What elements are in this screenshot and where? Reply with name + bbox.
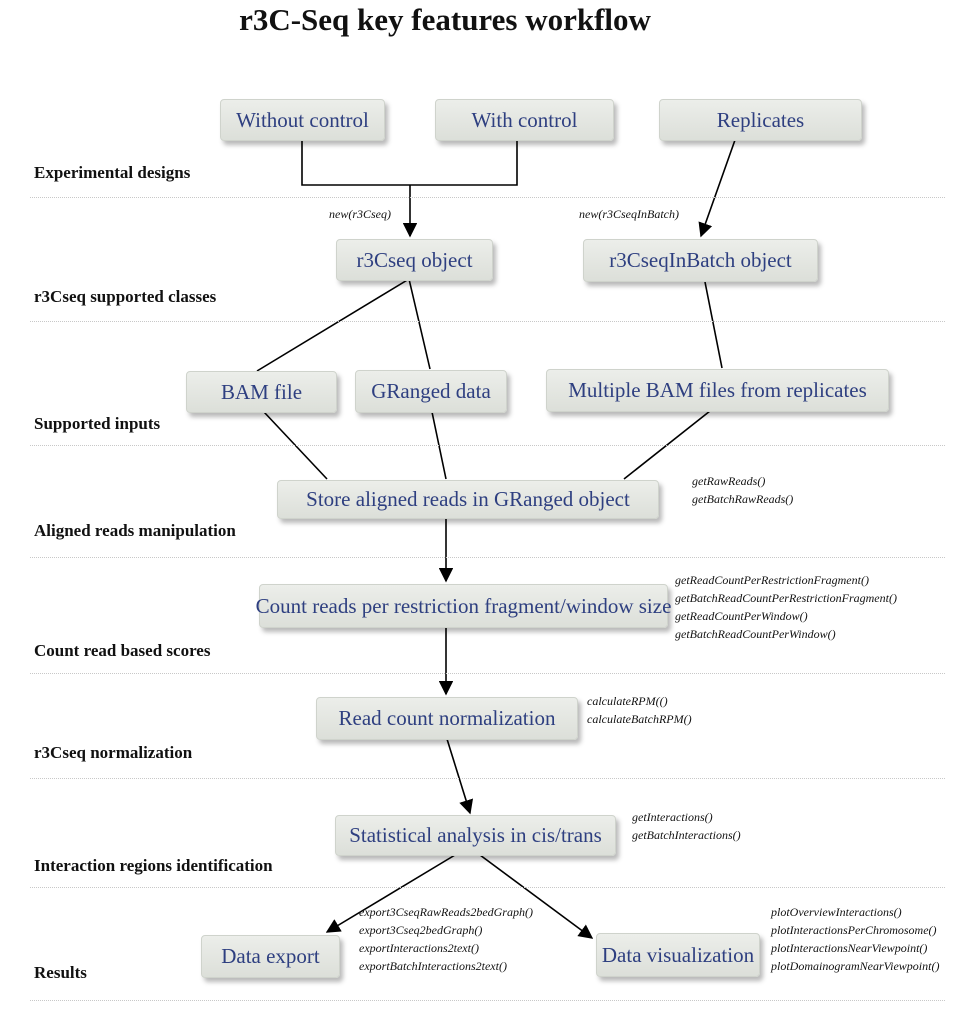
divider (30, 445, 945, 446)
function-label: getReadCountPerWindow() (675, 609, 808, 623)
line-r3cseq-to-bam (256, 278, 410, 372)
divider (30, 321, 945, 322)
line-r3cseq-to-granged (408, 278, 431, 370)
function-label: export3CseqRawReads2bedGraph() (359, 905, 533, 919)
r3cseqinbatch-object-box[interactable]: r3CseqInBatch object (583, 239, 818, 282)
export-functions: export3CseqRawReads2bedGraph() export3Cs… (359, 903, 533, 975)
divider (30, 673, 945, 674)
function-label: plotOverviewInteractions() (771, 905, 902, 919)
statistical-analysis-box[interactable]: Statistical analysis in cis/trans (335, 815, 616, 856)
function-label: plotInteractionsPerChromosome() (771, 923, 937, 937)
function-label: calculateBatchRPM() (587, 712, 692, 726)
arrow-to-r3cseqinbatch-object (698, 139, 736, 238)
without-control-box[interactable]: Without control (220, 99, 385, 141)
arrow-to-statistical-analysis (446, 738, 474, 815)
line-without-control (301, 140, 410, 186)
visualization-functions: plotOverviewInteractions() plotInteracti… (771, 903, 939, 975)
replicates-box[interactable]: Replicates (659, 99, 862, 141)
normalization-functions: calculateRPM(() calculateBatchRPM() (587, 692, 692, 728)
section-interaction-regions: Interaction regions identification (34, 856, 273, 875)
section-supported-inputs: Supported inputs (34, 414, 161, 433)
function-label: getBatchInteractions() (632, 828, 741, 842)
interaction-functions: getInteractions() getBatchInteractions() (632, 808, 741, 844)
multiple-bam-files-box[interactable]: Multiple BAM files from replicates (546, 369, 889, 412)
function-label: export3Cseq2bedGraph() (359, 923, 483, 937)
arrow-to-data-export (325, 854, 456, 933)
function-label: exportInteractions2text() (359, 941, 479, 955)
function-label: calculateRPM(() (587, 694, 668, 708)
function-label: plotDomainogramNearViewpoint() (771, 959, 940, 973)
divider (30, 197, 945, 198)
function-label: getReadCountPerRestrictionFragment() (675, 573, 869, 587)
function-label: plotInteractionsNearViewpoint() (771, 941, 928, 955)
count-reads-box[interactable]: Count reads per restriction fragment/win… (256, 584, 671, 628)
aligned-functions: getRawReads() getBatchRawReads() (692, 472, 793, 508)
divider (30, 557, 945, 558)
count-functions: getReadCountPerRestrictionFragment() get… (675, 571, 897, 643)
line-with-control (410, 140, 518, 186)
line-inbatch-to-multiple-bam (704, 281, 723, 369)
new-r3cseq-function: new(r3Cseq) (329, 207, 391, 221)
new-r3cseqinbatch-function: new(r3CseqInBatch) (579, 207, 679, 221)
arrow-to-data-visualization (479, 854, 594, 939)
divider (30, 778, 945, 779)
with-control-box[interactable]: With control (435, 99, 614, 141)
function-label: exportBatchInteractions2text() (359, 959, 507, 973)
read-count-normalization-box[interactable]: Read count normalization (316, 697, 578, 740)
section-count-scores: Count read based scores (34, 641, 211, 660)
section-aligned-reads: Aligned reads manipulation (34, 521, 236, 540)
divider (30, 1000, 945, 1001)
section-normalization: r3Cseq normalization (34, 743, 193, 762)
divider (30, 887, 945, 888)
granged-data-box[interactable]: GRanged data (355, 370, 507, 413)
function-label: getInteractions() (632, 810, 713, 824)
section-supported-classes: r3Cseq supported classes (34, 287, 217, 306)
data-export-box[interactable]: Data export (201, 935, 340, 978)
function-label: getBatchReadCountPerWindow() (675, 627, 836, 641)
function-label: getBatchReadCountPerRestrictionFragment(… (675, 591, 897, 605)
bam-file-box[interactable]: BAM file (186, 371, 337, 413)
function-label: getRawReads() (692, 474, 766, 488)
r3cseq-object-box[interactable]: r3Cseq object (336, 239, 493, 281)
section-results: Results (34, 963, 87, 982)
section-experimental-designs: Experimental designs (34, 163, 191, 182)
function-label: getBatchRawReads() (692, 492, 794, 506)
diagram-title: r3C-Seq key features workflow (239, 2, 651, 37)
data-visualization-box[interactable]: Data visualization (596, 933, 760, 977)
store-aligned-reads-box[interactable]: Store aligned reads in GRanged object (277, 480, 659, 519)
